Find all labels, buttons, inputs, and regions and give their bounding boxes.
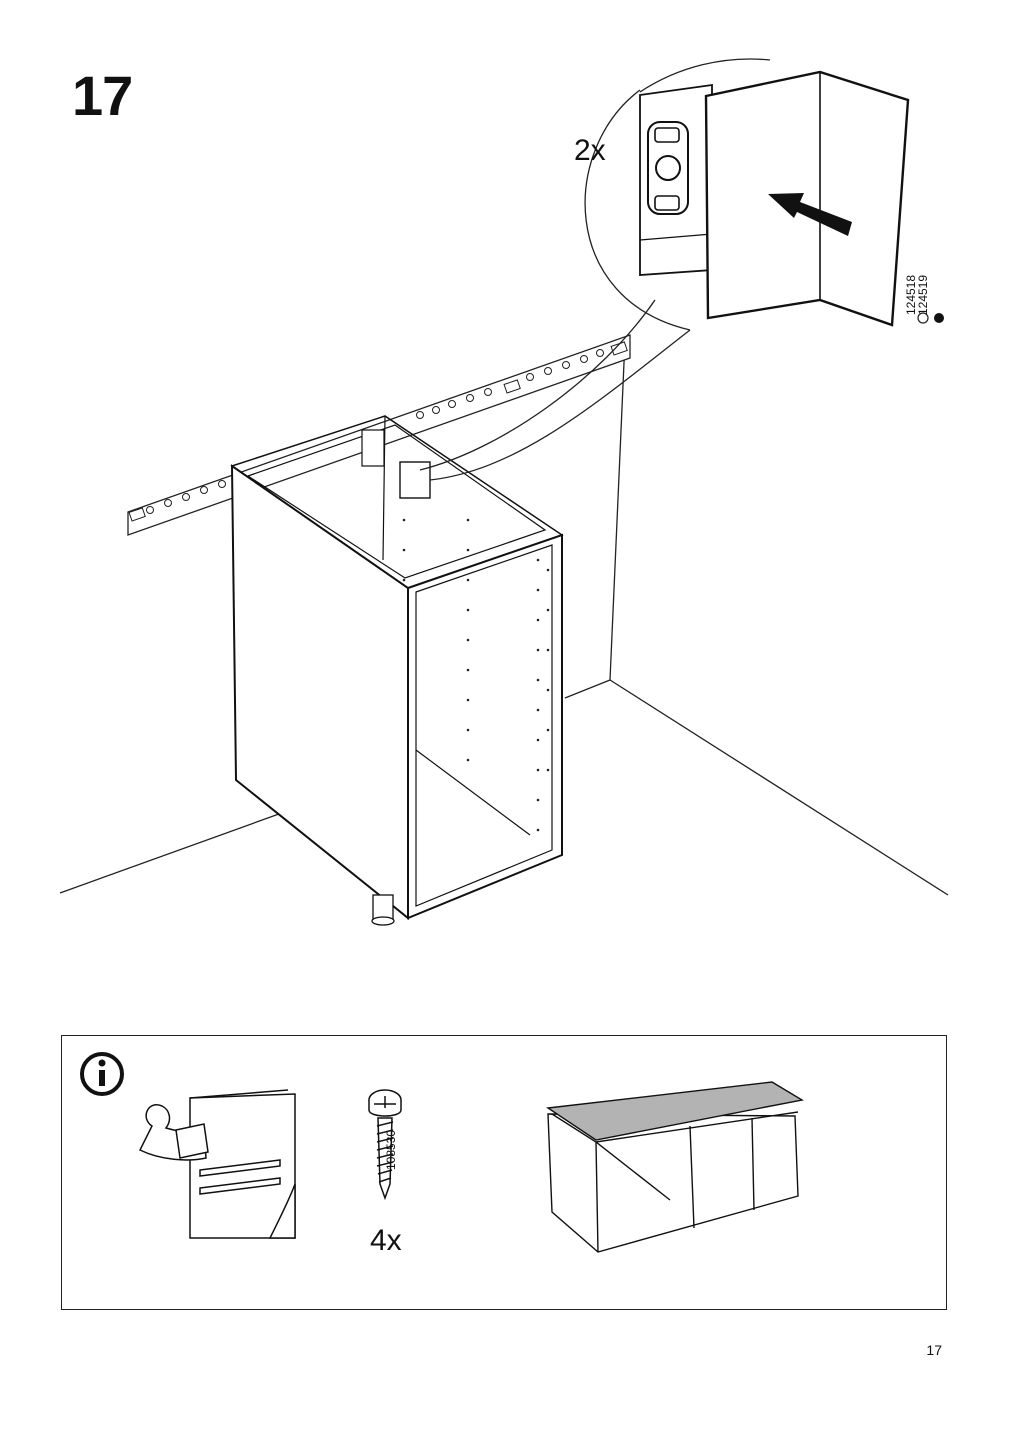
open-circle-marker — [917, 312, 929, 324]
floor-line-left — [59, 809, 291, 894]
floor-corner — [564, 679, 611, 699]
info-icon — [80, 1052, 124, 1096]
main-illustration — [59, 58, 949, 926]
detail-pointer-line-1 — [429, 329, 691, 481]
detail-quantity: 2x — [574, 134, 606, 167]
insert-arrow-icon — [768, 193, 852, 236]
detail-circle-left — [584, 89, 691, 331]
wall-corner-line — [609, 339, 626, 681]
page-number: 17 — [926, 1342, 942, 1358]
detail-pointer-line-2 — [419, 299, 656, 471]
screw-icon — [368, 1089, 402, 1201]
screw-code: 108530 — [384, 1129, 398, 1170]
floor-line-right — [609, 679, 949, 896]
read-manual-icon — [138, 1089, 296, 1239]
filled-circle-marker — [934, 313, 944, 323]
screw-quantity: 4x — [370, 1224, 402, 1257]
cabinet-row-icon — [546, 1081, 804, 1253]
part-code-markers — [917, 312, 944, 324]
info-panel — [61, 1035, 947, 1310]
step-number: 17 — [72, 64, 133, 127]
